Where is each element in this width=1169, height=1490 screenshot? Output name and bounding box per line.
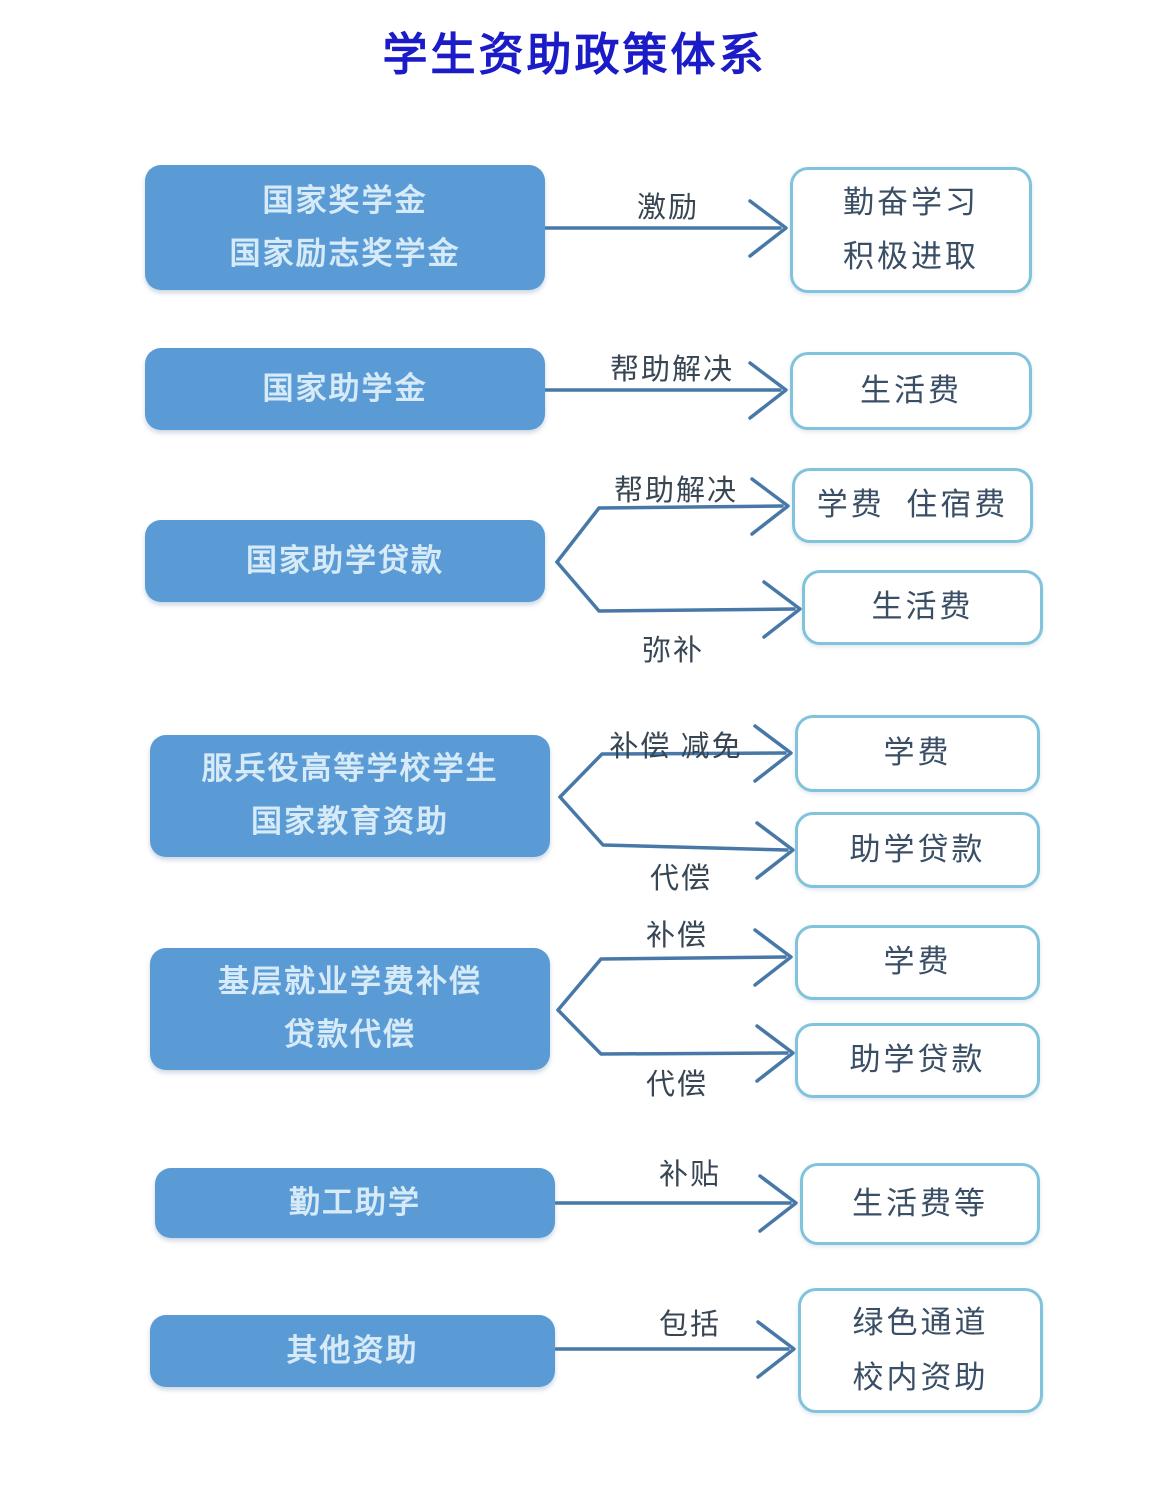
arrow-head — [748, 199, 788, 258]
arrow-head — [758, 1174, 798, 1233]
arrow-head — [753, 724, 793, 783]
source-label: 基层就业学费补偿 — [218, 964, 482, 1000]
source-label: 勤工助学 — [289, 1184, 421, 1220]
source-box-other-aid: 其他资助 — [150, 1315, 555, 1387]
arrow-head — [762, 580, 802, 639]
source-label: 国家教育资助 — [251, 804, 449, 839]
target-label: 绿色通道 — [852, 1305, 989, 1341]
target-box-living-expenses: 生活费 — [790, 352, 1032, 430]
target-label: 生活费 — [871, 589, 974, 625]
arrow-line — [556, 955, 787, 1012]
target-label: 生活费等 — [852, 1185, 988, 1221]
target-label: 学费 — [883, 735, 952, 771]
target-box-student-loan: 助学贷款 — [795, 1023, 1040, 1098]
arrow-label-help-solve: 帮助解决 — [613, 475, 739, 507]
arrow-label-include: 包括 — [658, 1309, 722, 1341]
target-label: 学费 住宿费 — [816, 487, 1009, 523]
arrow-label-compensate-waive: 补偿 减免 — [609, 731, 743, 763]
source-label: 国家奖学金 — [262, 182, 428, 218]
arrow-line — [558, 795, 789, 852]
target-label: 助学贷款 — [849, 1042, 986, 1078]
source-box-work-study: 勤工助学 — [155, 1168, 555, 1238]
target-box-tuition-accommodation: 学费 住宿费 — [792, 468, 1033, 543]
source-box-grassroots-employment: 基层就业学费补偿 贷款代偿 — [150, 948, 550, 1070]
arrow-head — [756, 1320, 796, 1379]
arrow-label-subsidy: 补贴 — [658, 1159, 722, 1191]
arrow-head — [755, 1024, 795, 1083]
arrow-line — [556, 1008, 789, 1056]
target-label: 学费 — [883, 944, 952, 980]
arrow-label-compensate: 补偿 — [645, 920, 709, 952]
target-box-tuition: 学费 — [795, 715, 1040, 792]
arrow-line — [555, 560, 796, 613]
arrow-line — [555, 504, 784, 564]
target-box-living-expenses-etc: 生活费等 — [800, 1163, 1040, 1245]
target-label: 助学贷款 — [849, 831, 986, 867]
arrow-label-repay: 代偿 — [645, 1069, 709, 1101]
arrow-label-repay: 代偿 — [649, 863, 713, 895]
source-label: 其他资助 — [286, 1332, 419, 1368]
page-title: 学生资助政策体系 — [382, 29, 767, 80]
source-label: 贷款代偿 — [284, 1017, 416, 1052]
target-box-green-channel: 绿色通道 校内资助 — [798, 1288, 1043, 1413]
arrow-label-help-solve: 帮助解决 — [609, 354, 735, 386]
target-label: 勤奋学习 — [843, 184, 979, 220]
target-box-tuition: 学费 — [795, 925, 1040, 1000]
arrow-head — [753, 928, 793, 987]
source-box-national-grant: 国家助学金 — [145, 348, 545, 430]
arrow-label-motivate: 激励 — [636, 192, 700, 224]
source-label: 服兵役高等学校学生 — [201, 751, 499, 787]
target-label: 积极进取 — [843, 239, 979, 274]
target-label: 生活费 — [860, 372, 962, 408]
arrow-head — [750, 477, 790, 536]
source-label: 国家助学贷款 — [246, 542, 444, 578]
arrow-head — [748, 361, 788, 420]
target-box-student-loan: 助学贷款 — [795, 812, 1040, 888]
source-box-national-scholarship: 国家奖学金 国家励志奖学金 — [145, 165, 545, 290]
source-box-military-service-aid: 服兵役高等学校学生 国家教育资助 — [150, 735, 550, 857]
target-box-diligent-study: 勤奋学习 积极进取 — [790, 167, 1032, 293]
source-label: 国家励志奖学金 — [229, 235, 461, 271]
source-box-national-student-loan: 国家助学贷款 — [145, 520, 545, 602]
target-box-living-expenses: 生活费 — [802, 570, 1043, 645]
arrow-head — [755, 821, 795, 880]
arrow-label-make-up: 弥补 — [641, 635, 705, 667]
source-label: 国家助学金 — [262, 370, 428, 406]
target-label: 校内资助 — [852, 1359, 989, 1395]
